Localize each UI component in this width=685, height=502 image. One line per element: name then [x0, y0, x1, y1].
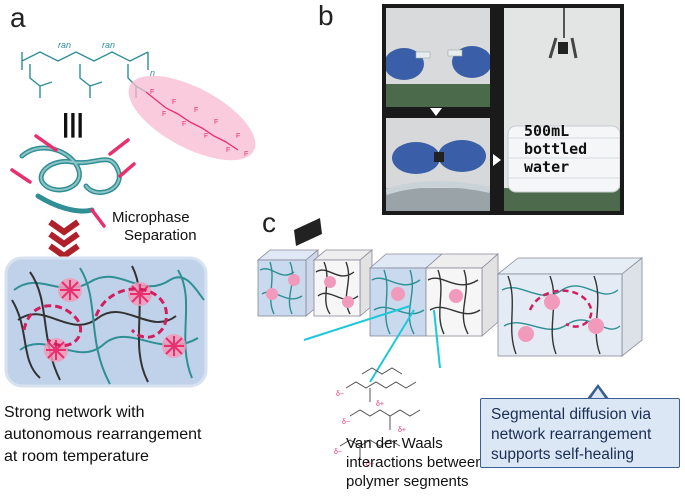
- bottle-label-line2: bottled: [524, 140, 588, 158]
- panel-a-caption-line3: at room temperature: [4, 448, 149, 465]
- svg-text:F: F: [244, 151, 248, 158]
- photo-joined-film: [386, 118, 490, 211]
- svg-text:δ+: δ+: [366, 461, 374, 468]
- down-arrow-icon: [430, 108, 442, 116]
- panel-b-letter: b: [318, 0, 334, 31]
- process-label-line1: Microphase: [112, 209, 190, 226]
- callout-line2: network rearrangement: [491, 426, 652, 443]
- svg-text:F: F: [150, 89, 154, 96]
- callout-line1: Segmental diffusion via: [491, 406, 651, 423]
- panel-a-caption-line2: autonomous rearrangement: [4, 426, 202, 443]
- svg-text:δ−: δ−: [336, 391, 344, 398]
- cube-joining: [368, 253, 500, 337]
- ran-label-1: ran: [58, 40, 71, 50]
- fluorine-atoms: F F F F F F F F F F: [150, 89, 248, 158]
- cube-dark: [312, 249, 374, 317]
- vdw-caption-line3: polymer segments: [346, 473, 469, 490]
- svg-text:F: F: [194, 107, 198, 114]
- n-subscript: n: [150, 68, 155, 78]
- panel-c-diagram: δ− δ+ δ− δ+ δ− δ+: [256, 218, 644, 468]
- svg-text:F: F: [226, 147, 230, 154]
- self-healing-callout: Segmental diffusion via network rearrang…: [480, 398, 680, 468]
- zoom-pointer-lines: [303, 305, 441, 383]
- panel-a-caption-line1: Strong network with: [4, 404, 145, 421]
- partial-charges: δ− δ+ δ− δ+ δ− δ+: [334, 391, 406, 468]
- right-arrow-icon: [493, 154, 501, 166]
- fluorinated-segment-highlight: [128, 75, 256, 161]
- fluorinated-chain: [145, 91, 239, 151]
- panel-a-letter: a: [10, 2, 26, 33]
- vdw-caption: Van der Waals interactions between polym…: [346, 434, 484, 491]
- svg-text:F: F: [214, 119, 218, 126]
- bottle-label-line3: water: [524, 158, 570, 176]
- bottle-label-line1: 500mL: [524, 122, 570, 140]
- photo-bottle-lifted: [504, 8, 620, 211]
- callout-line3: supports self-healing: [491, 446, 635, 463]
- panel-a-caption: Strong network with autonomous rearrange…: [4, 402, 201, 468]
- photo-panel: 500mL bottled water: [382, 4, 624, 215]
- process-label-line2: Separation: [124, 227, 197, 244]
- svg-text:F: F: [162, 111, 166, 118]
- callout-pointer-fill: [589, 388, 607, 401]
- svg-text:F: F: [182, 121, 186, 128]
- bottle-label: 500mL bottled water: [524, 122, 587, 176]
- panel-c-letter: c: [262, 207, 276, 238]
- polymer-coil: [10, 134, 136, 228]
- svg-text:δ−: δ−: [334, 449, 342, 456]
- vdw-caption-line2: interactions between: [346, 454, 484, 471]
- downward-chevron-arrow: [48, 219, 80, 260]
- photo-cut-film: [386, 8, 490, 107]
- svg-text:δ+: δ+: [376, 401, 384, 408]
- vdw-caption-line1: Van der Waals: [346, 435, 443, 452]
- cube-teal: [256, 249, 320, 317]
- rearrangement-dashed-paths: [22, 287, 168, 348]
- cube-healed: [496, 257, 644, 357]
- svg-text:F: F: [236, 133, 240, 140]
- process-label: Microphase Separation: [112, 209, 197, 245]
- film-piece: [294, 218, 322, 246]
- svg-text:δ−: δ−: [342, 419, 350, 426]
- equivalence-symbol: |||: [62, 108, 84, 138]
- svg-text:F: F: [204, 133, 208, 140]
- svg-text:F: F: [172, 99, 176, 106]
- svg-text:δ+: δ+: [398, 427, 406, 434]
- molecular-segments: [339, 367, 421, 460]
- panel-a-diagram: ran ran n F F F F F F F F F F |||: [4, 40, 256, 388]
- domain-stars: [46, 280, 184, 360]
- ran-label-2: ran: [102, 40, 115, 50]
